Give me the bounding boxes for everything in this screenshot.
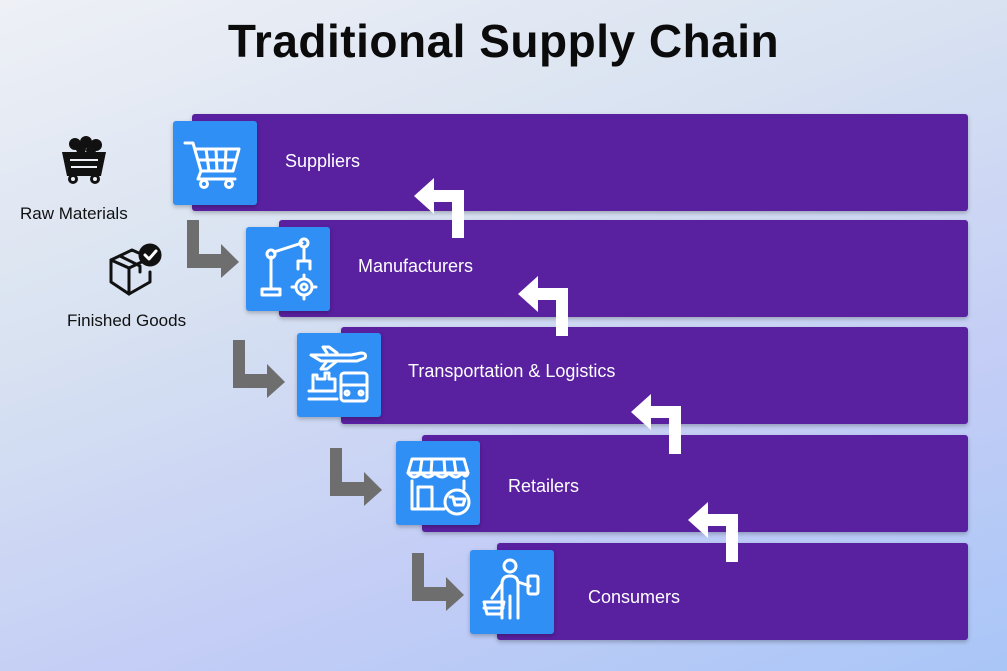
raw-materials-label: Raw Materials bbox=[20, 204, 128, 223]
stage-label-manufacturers: Manufacturers bbox=[358, 256, 474, 276]
forward-arrow-1 bbox=[187, 220, 239, 278]
return-arrow-3 bbox=[631, 394, 681, 454]
page-title: Traditional Supply Chain bbox=[227, 15, 780, 67]
stage-label-transportation: Transportation & Logistics bbox=[408, 361, 616, 381]
stage-bar-manufacturers bbox=[279, 220, 968, 317]
forward-arrow-2 bbox=[233, 340, 285, 398]
stage-bar-suppliers bbox=[192, 114, 968, 211]
storefront-icon bbox=[396, 441, 480, 525]
shopping-cart-icon bbox=[173, 121, 257, 205]
transport-icon bbox=[297, 333, 381, 417]
forward-arrow-4 bbox=[412, 553, 464, 611]
finished-goods-label: Finished Goods bbox=[67, 311, 187, 330]
mine-cart-icon bbox=[58, 134, 110, 191]
package-check-icon bbox=[106, 242, 164, 303]
shopper-icon bbox=[470, 550, 554, 634]
forward-arrow-3 bbox=[330, 448, 382, 506]
robot-arm-icon bbox=[246, 227, 330, 311]
return-arrow-1 bbox=[414, 178, 464, 238]
stage-label-consumers: Consumers bbox=[588, 587, 681, 607]
return-arrow-2 bbox=[518, 276, 568, 336]
stage-label-suppliers: Suppliers bbox=[285, 151, 361, 171]
stage-label-retailers: Retailers bbox=[508, 476, 580, 496]
return-arrow-4 bbox=[688, 502, 738, 562]
